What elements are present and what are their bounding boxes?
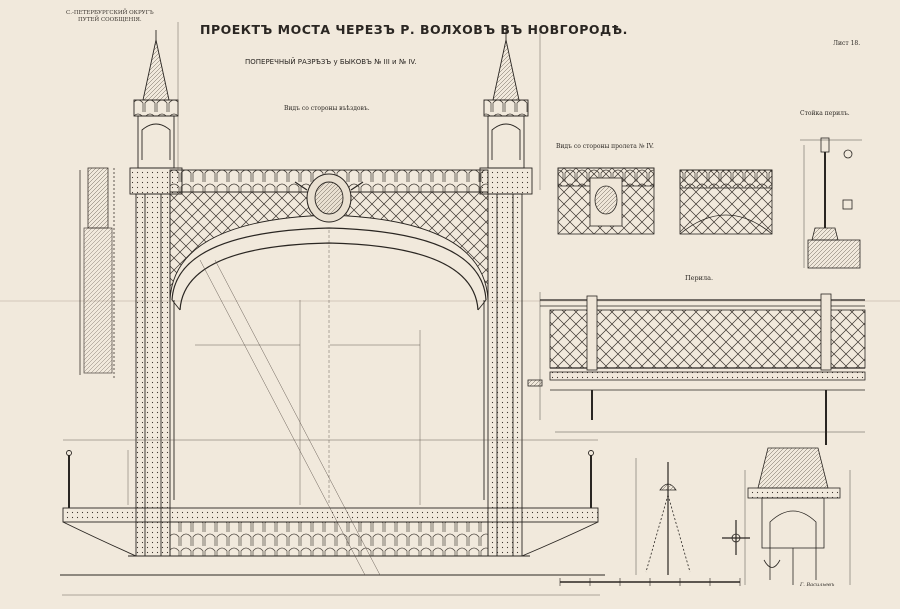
- page-subtitle: ПОПЕРЕЧНЫЙ РАЗРѢЗЪ у БЫКОВЪ № III и № IV…: [245, 58, 417, 66]
- side-section: [79, 167, 115, 380]
- railing-post-view: [800, 137, 862, 269]
- signature: Г. Васильевъ: [800, 582, 835, 588]
- view-label-approach: Видъ со стороны въѣздовъ.: [284, 105, 370, 112]
- dimension-lines: [62, 22, 600, 596]
- page-title: ПРОЕКТЪ МОСТА ЧЕРЕЗЪ Р. ВОЛХОВЪ ВЪ НОВГО…: [200, 22, 628, 37]
- view-label-span: Видъ со стороны пролета № IV.: [556, 143, 654, 150]
- corner-label-line1: С.-ПЕТЕРБУРГСКИЙ ОКРУГЪ: [66, 10, 154, 16]
- corner-label-line2: ПУТЕЙ СООБЩЕНІЯ.: [77, 17, 142, 23]
- span-view-panels: [557, 167, 773, 235]
- sheet-number: Лист 18.: [833, 40, 861, 47]
- railing-elevation: [527, 292, 866, 445]
- view-label-railing: Перила.: [685, 274, 714, 282]
- fold-line: [0, 300, 900, 302]
- corner-label: С.-ПЕТЕРБУРГСКИЙ ОКРУГЪ ПУТЕЙ СООБЩЕНІЯ.: [66, 10, 154, 24]
- bottom-details: [559, 447, 851, 586]
- main-cross-section: [60, 28, 605, 576]
- view-label-post: Стойка перилъ.: [800, 110, 850, 117]
